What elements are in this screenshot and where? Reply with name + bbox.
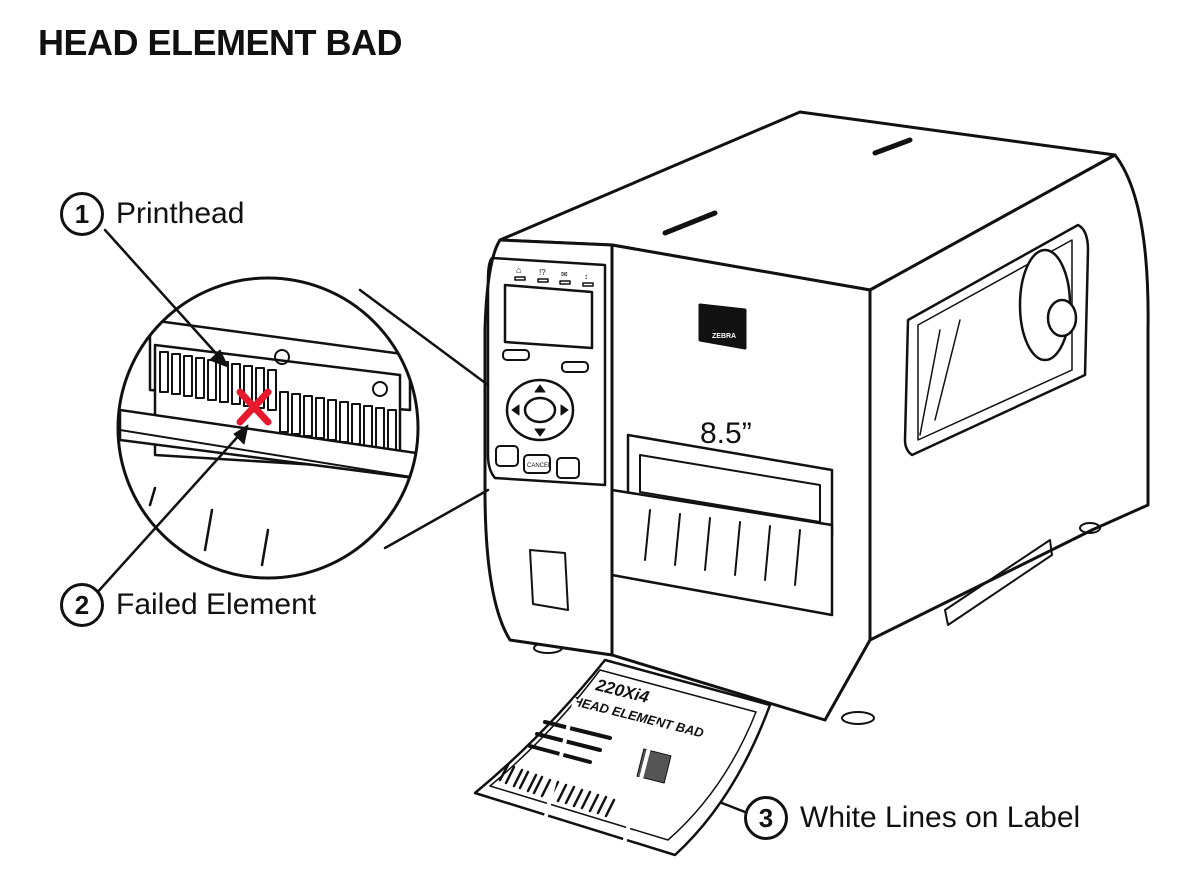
callout-number: 1 (60, 192, 104, 236)
callout-failed-element: 2 Failed Element (60, 583, 316, 627)
leader-failed-element (93, 430, 244, 597)
callout-white-lines: 3 White Lines on Label (744, 796, 1080, 840)
printed-label: 220Xi4 HEAD ELEMENT BAD (473, 658, 772, 857)
page-title: HEAD ELEMENT BAD (38, 22, 403, 63)
width-marking: 8.5” (700, 417, 752, 450)
indicator-status: ⌂ (516, 265, 521, 275)
callout-printhead: 1 Printhead (60, 192, 244, 236)
zoom-circle (116, 276, 420, 580)
zoom-line-bottom (383, 488, 490, 550)
failed-element-mark (236, 388, 272, 426)
printer-illustration: ZEBRA 8.5” (483, 110, 1150, 725)
leader-printhead (103, 228, 224, 362)
indicator-pause: !? (539, 268, 546, 277)
callout-number: 3 (744, 796, 788, 840)
indicator-supplies: ↕ (584, 272, 588, 281)
callout-label: White Lines on Label (800, 801, 1081, 834)
callout-label: Failed Element (116, 588, 317, 621)
printhead-zoom (118, 278, 418, 578)
callout-number: 2 (60, 583, 104, 627)
callout-label: Printhead (116, 197, 245, 230)
logo-text: ZEBRA (712, 333, 736, 340)
zoom-line-top (358, 288, 490, 387)
cancel-key-label: CANCEL (527, 463, 552, 469)
indicator-data: ✉ (561, 270, 568, 279)
